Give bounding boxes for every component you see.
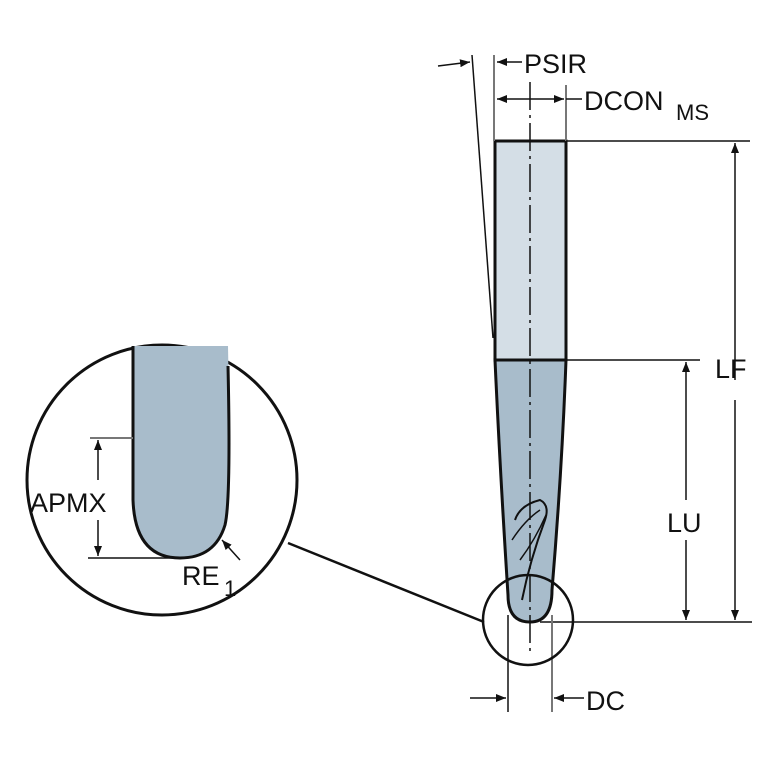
lf-label: LF bbox=[715, 354, 747, 384]
lu-dimension: LU bbox=[566, 359, 702, 620]
flute-2 bbox=[511, 509, 547, 561]
detail-marker-circle bbox=[481, 573, 575, 667]
re-label: RE bbox=[182, 561, 220, 591]
lf-dimension: LF bbox=[540, 140, 752, 623]
dc-label: DC bbox=[586, 686, 625, 716]
apmx-label: APMX bbox=[30, 488, 107, 518]
psir-dimension: PSIR bbox=[437, 49, 587, 339]
detail-callout: APMX RE 1 bbox=[25, 343, 575, 667]
tool bbox=[493, 82, 568, 652]
dcon-subscript: MS bbox=[676, 100, 709, 125]
psir-label: PSIR bbox=[524, 49, 587, 79]
flute bbox=[514, 498, 548, 601]
detail-tool-tip bbox=[133, 346, 229, 558]
re-subscript: 1 bbox=[224, 576, 236, 601]
lu-label: LU bbox=[667, 508, 702, 538]
dcon-label: DCON bbox=[584, 86, 664, 116]
dcon-dimension: DCON MS bbox=[497, 85, 709, 141]
dc-dimension: DC bbox=[470, 615, 625, 716]
